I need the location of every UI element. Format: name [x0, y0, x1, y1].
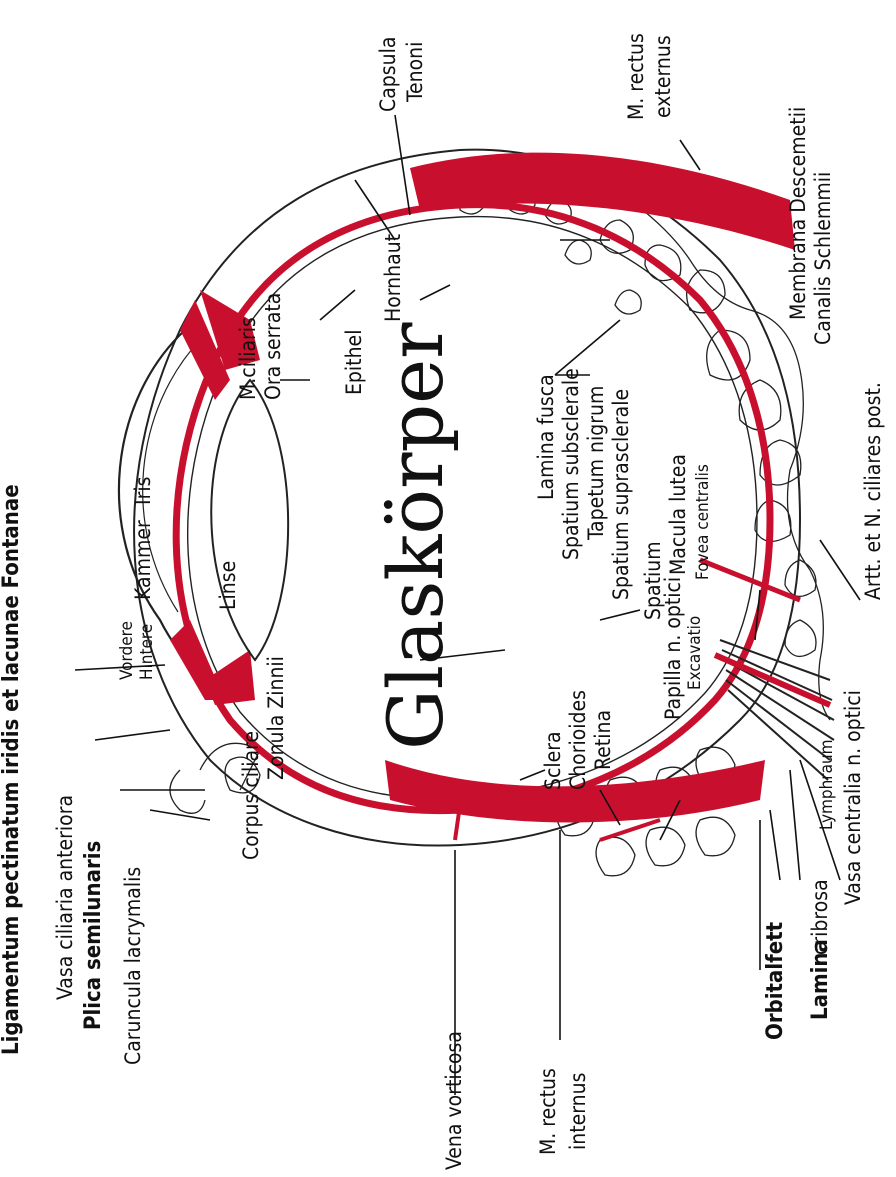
label-orbitalfett: Orbitalfett: [763, 921, 788, 1040]
label-vena-vorticosa: Vena vorticosa: [442, 1031, 466, 1170]
label-papilla: Papilla n. optici: [661, 577, 685, 720]
label-kammer: Kammer: [131, 520, 155, 600]
label-retina: Retina: [591, 710, 615, 770]
label-linse: Linse: [216, 561, 240, 610]
label-caruncula: Caruncula lacrymalis: [121, 867, 145, 1065]
label-vordere: Vordere: [117, 621, 137, 680]
lens: [211, 380, 288, 660]
label-hornhaut: Hornhaut: [381, 234, 405, 322]
label-vasa-centralia: Vasa centralia n. optici: [841, 690, 865, 905]
label-m-rectus-ext-2: externus: [651, 35, 675, 118]
label-fovea: Fovea centralis: [693, 464, 713, 580]
label-sclera: Sclera: [541, 731, 565, 790]
ciliary-body-lower: [205, 650, 255, 705]
label-hintere: Hintere: [137, 624, 157, 680]
label-tenoni: Tenoni: [403, 42, 427, 103]
label-ligamentum: Ligamentum pectinatum iridis et lacunae …: [0, 484, 24, 1055]
label-spatium-suprasclerale: Spatium suprasclerale: [609, 389, 633, 600]
label-epithel: Epithel: [342, 330, 366, 395]
label-m-rectus-ext-1: M. rectus: [624, 33, 648, 120]
label-plica: Plica semilunaris: [81, 841, 106, 1030]
label-artt-ciliares: Artt. et N. ciliares post.: [861, 382, 885, 600]
label-lamina-cribrosa-b: cribrosa: [808, 879, 832, 955]
label-spatium-subsclerale: Spatium subsclerale: [559, 368, 583, 560]
label-lamina-fusca: Lamina fusca: [534, 374, 558, 500]
label-lymphraum: Lymphraum: [817, 739, 837, 830]
label-macula: Macula lutea: [666, 454, 690, 575]
label-glaskorper: Glaskörper: [371, 322, 460, 750]
label-m-rectus-int-2: internus: [566, 1073, 590, 1150]
label-canalis: Canalis Schlemmii: [811, 172, 835, 345]
label-chorioides: Chorioides: [566, 690, 590, 790]
label-zonula: Zonula Zinnii: [264, 656, 288, 780]
eye-illustration: [119, 150, 834, 876]
leader-lines: [75, 115, 860, 1095]
label-capsula: Capsula: [376, 37, 400, 112]
label-iris: Iris: [131, 477, 155, 505]
label-membrana: Membrana Descemetii: [786, 107, 810, 320]
label-ora-serrata: Ora serrata: [261, 293, 285, 400]
label-excavatio: Excavatio: [685, 616, 705, 690]
label-corpus-ciliare: Corpus ciliare: [239, 731, 263, 860]
label-vasa-ciliaria: Vasa ciliaria anteriora: [53, 795, 77, 1000]
label-m-rectus-int-1: M. rectus: [536, 1068, 560, 1155]
label-m-ciliaris: M.ciliaris: [236, 317, 260, 400]
label-tapetum: Tapetum nigrum: [584, 386, 608, 541]
m-rectus-externus: [410, 153, 795, 250]
